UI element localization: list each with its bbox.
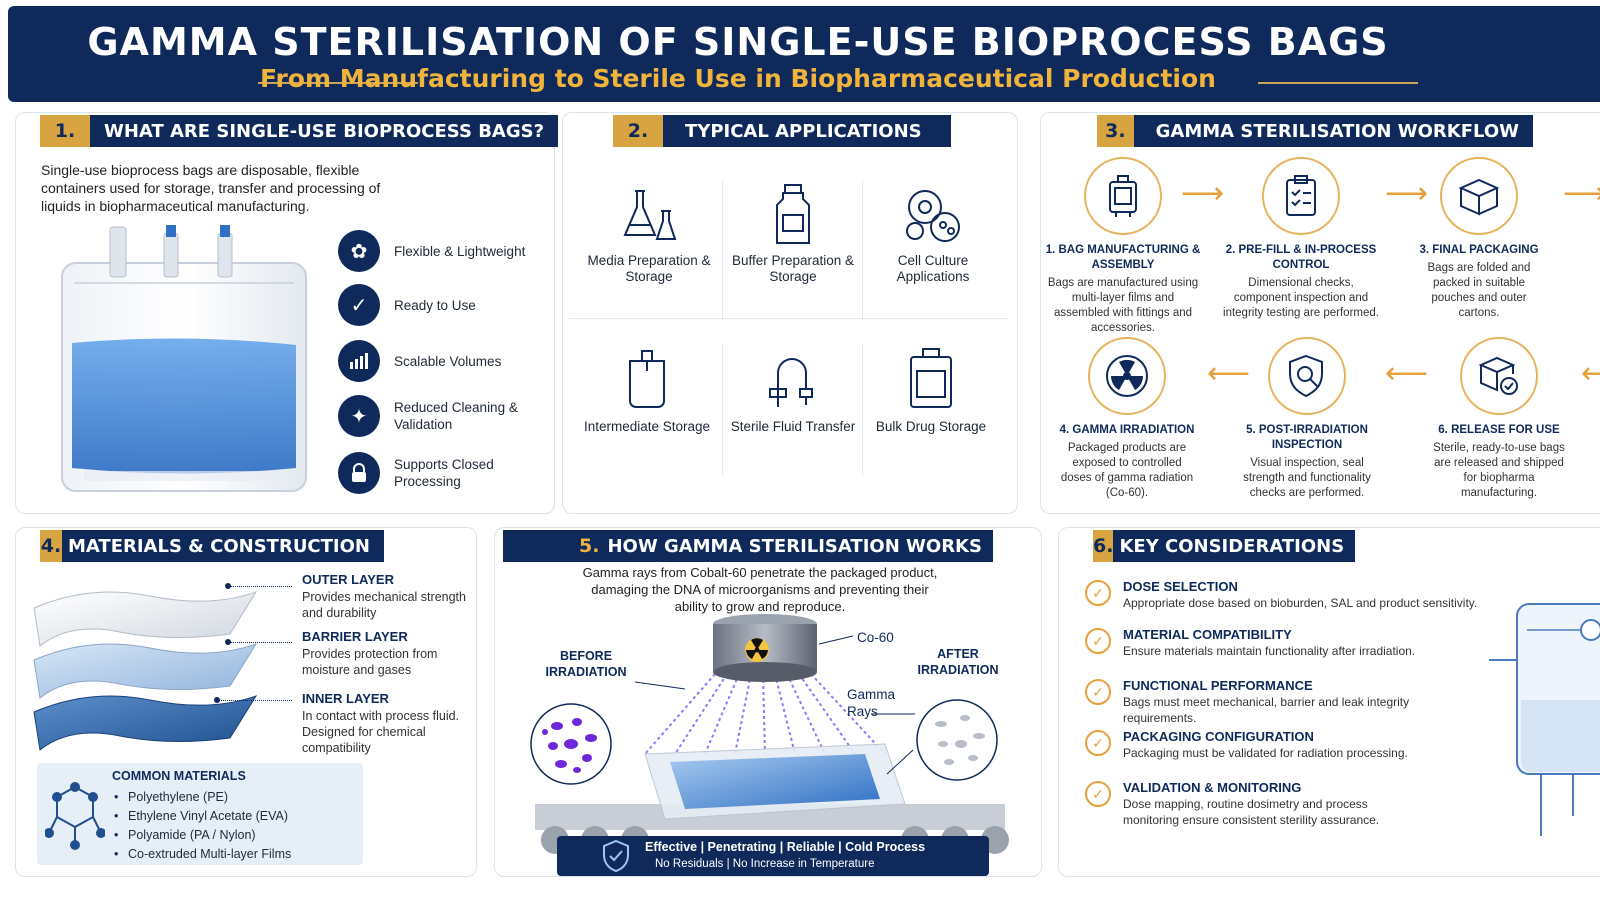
- materials-list: Polyethylene (PE) Ethylene Vinyl Acetate…: [112, 788, 291, 864]
- panel-workflow: 3. GAMMA STERILISATION WORKFLOW 1. BAG M…: [1040, 112, 1600, 514]
- feature-closed: Supports Closed Processing: [338, 452, 514, 494]
- section-2-title: 2. TYPICAL APPLICATIONS: [613, 115, 951, 147]
- lock-icon: [338, 452, 380, 494]
- banner-line-2: No Residuals | No Increase in Temperatur…: [655, 858, 875, 870]
- list-item: Polyamide (PA / Nylon): [112, 826, 291, 845]
- panel-applications: 2. TYPICAL APPLICATIONS Media Preparatio…: [562, 112, 1018, 514]
- list-item: Polyethylene (PE): [112, 788, 291, 807]
- bag-assembly-icon: [1084, 157, 1162, 235]
- common-materials-box: COMMON MATERIALS Polyethylene (PE) Ethyl…: [37, 763, 363, 865]
- feature-cleaning: ✦ Reduced Cleaning & Validation: [338, 395, 524, 437]
- arrow-left-icon: ⟵: [1581, 359, 1600, 389]
- barrier-layer-desc: Provides protection from moisture and ga…: [302, 647, 438, 677]
- bottle-icon: [723, 175, 863, 245]
- bioprocess-bag-illustration: [61, 225, 307, 492]
- container-icon: [861, 341, 1001, 411]
- materials-title: COMMON MATERIALS: [112, 769, 246, 783]
- banner-line-1: Effective | Penetrating | Reliable | Col…: [645, 840, 926, 854]
- feature-ready: ✓ Ready to Use: [338, 284, 476, 326]
- check-circle-icon: ✓: [1085, 628, 1111, 654]
- page-title: GAMMA STERILISATION OF SINGLE-USE BIOPRO…: [87, 20, 1389, 64]
- gamma-rays: [644, 673, 886, 755]
- app-intermediate: Intermediate Storage: [577, 341, 717, 435]
- tap-icon: [723, 341, 863, 411]
- check-circle-icon: ✓: [1085, 730, 1111, 756]
- subtitle-rule-left: [258, 82, 418, 84]
- box-check-icon: [1460, 337, 1538, 415]
- workflow-step-1: 1. BAG MANUFACTURING & ASSEMBLY Bags are…: [1043, 157, 1203, 336]
- section-1-title: 1. WHAT ARE SINGLE-USE BIOPROCESS BAGS?: [40, 115, 559, 147]
- clipboard-icon: [1262, 157, 1340, 235]
- section-1-intro: Single-use bioprocess bags are disposabl…: [41, 162, 381, 214]
- workflow-step-6: 6. RELEASE FOR USE Sterile, ready-to-use…: [1419, 337, 1579, 501]
- workflow-step-3: 3. FINAL PACKAGING Bags are folded and p…: [1399, 157, 1559, 321]
- inner-layer-desc: In contact with process fluid. Designed …: [302, 709, 460, 755]
- app-bulk-drug: Bulk Drug Storage: [861, 341, 1001, 435]
- section-4-title: 4. MATERIALS & CONSTRUCTION: [40, 530, 384, 562]
- molecule-icon: [45, 782, 105, 850]
- panel-materials: 4. MATERIALS & CONSTRUCTION OUTER LAYER …: [15, 527, 477, 877]
- sparkle-icon: ✦: [338, 395, 380, 437]
- arrow-left-icon: ⟵: [1385, 357, 1429, 390]
- cells-icon: [863, 175, 1003, 245]
- header-banner: GAMMA STERILISATION OF SINGLE-USE BIOPRO…: [8, 6, 1600, 102]
- arrow-right-icon: ⟶: [1181, 177, 1225, 210]
- workflow-step-2: 2. PRE-FILL & IN-PROCESS CONTROL Dimensi…: [1221, 157, 1381, 321]
- inner-layer-title: INNER LAYER: [302, 691, 389, 706]
- check-circle-icon: ✓: [1085, 781, 1111, 807]
- app-fluid-transfer: Sterile Fluid Transfer: [723, 341, 863, 435]
- section-3-title: 3. GAMMA STERILISATION WORKFLOW: [1097, 115, 1533, 147]
- panel-how-it-works: 5. HOW GAMMA STERILISATION WORKS Gamma r…: [494, 527, 1042, 877]
- feature-flexible: ✿ Flexible & Lightweight: [338, 230, 525, 272]
- gamma-rays-label: Gamma Rays: [847, 687, 896, 719]
- check-circle-icon: ✓: [1085, 580, 1111, 606]
- film-layers-illustration: [33, 591, 258, 751]
- list-item: Ethylene Vinyl Acetate (EVA): [112, 807, 291, 826]
- workflow-step-5: 5. POST-IRRADIATION INSPECTION Visual in…: [1227, 337, 1387, 501]
- feature-scalable: Scalable Volumes: [338, 340, 501, 382]
- arrow-left-icon: ⟵: [1207, 357, 1251, 390]
- feather-icon: ✿: [338, 230, 380, 272]
- check-icon: ✓: [338, 284, 380, 326]
- page-subtitle: From Manufacturing to Sterile Use in Bio…: [260, 64, 1216, 93]
- radiation-icon: [1088, 337, 1166, 415]
- list-item: Co-extruded Multi-layer Films: [112, 845, 291, 864]
- shield-search-icon: [1268, 337, 1346, 415]
- section-5-title: 5. HOW GAMMA STERILISATION WORKS: [503, 530, 993, 562]
- co60-label: Co-60: [857, 630, 894, 645]
- subtitle-rule-right: [1258, 82, 1418, 84]
- barrier-layer-title: BARRIER LAYER: [302, 629, 408, 644]
- before-irradiation-label: BEFORE IRRADIATION: [545, 649, 627, 679]
- check-circle-icon: ✓: [1085, 679, 1111, 705]
- benefits-banner: Effective | Penetrating | Reliable | Col…: [557, 836, 989, 876]
- box-icon: [1440, 157, 1518, 235]
- section-6-title: 6. KEY CONSIDERATIONS: [1093, 530, 1355, 562]
- section-5-intro: Gamma rays from Cobalt-60 penetrate the …: [582, 565, 938, 614]
- arrow-right-icon: ⟶: [1385, 177, 1429, 210]
- outer-layer-title: OUTER LAYER: [302, 572, 394, 587]
- panel-what-are-bags: 1. WHAT ARE SINGLE-USE BIOPROCESS BAGS? …: [15, 112, 559, 514]
- outer-layer-desc: Provides mechanical strength and durabil…: [302, 590, 466, 620]
- after-irradiation-label: AFTER IRRADIATION: [917, 647, 999, 677]
- workflow-step-4: 4. GAMMA IRRADIATION Packaged products a…: [1047, 337, 1207, 501]
- app-buffer: Buffer Preparation & Storage: [723, 175, 863, 285]
- app-cell-culture: Cell Culture Applications: [863, 175, 1003, 285]
- iv-bag-illustration: [1489, 603, 1600, 836]
- chart-icon: [338, 340, 380, 382]
- arrow-right-icon: ⟶: [1563, 177, 1600, 210]
- shield-check-icon: [603, 839, 629, 873]
- bag-icon: [577, 341, 717, 411]
- app-media: Media Preparation & Storage: [579, 175, 719, 285]
- flask-icon: [579, 175, 719, 245]
